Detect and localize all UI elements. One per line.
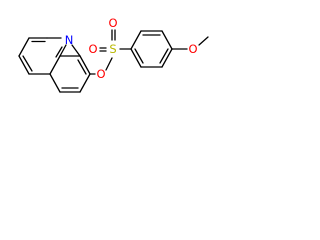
methoxy-oxygen: O [188, 42, 197, 56]
bond [130, 30, 142, 50]
bond [18, 55, 30, 75]
bond [49, 73, 61, 93]
bond [49, 55, 61, 75]
nitrogen-atom: N [65, 33, 74, 47]
ester-oxygen: O [96, 67, 105, 81]
bond [55, 46, 63, 58]
sulfonyl-oxygen-left: O [88, 42, 97, 56]
bond-lines [18, 29, 209, 93]
bond [71, 44, 81, 57]
bond [130, 48, 142, 68]
bond [79, 55, 91, 75]
bond [161, 48, 173, 68]
bond [79, 73, 91, 93]
bond [198, 36, 209, 46]
molecule-diagram: N S O O O O [18, 16, 209, 93]
bond [134, 48, 144, 64]
bond [161, 30, 173, 50]
bond [105, 57, 113, 71]
sulfur-atom: S [109, 42, 116, 56]
sulfonyl-oxygen-top: O [108, 16, 117, 30]
bond [159, 48, 169, 64]
bond [18, 37, 30, 57]
atom-labels: N S O O O O [65, 16, 198, 81]
bond [22, 55, 33, 72]
bond [59, 44, 67, 57]
bond [77, 59, 87, 75]
